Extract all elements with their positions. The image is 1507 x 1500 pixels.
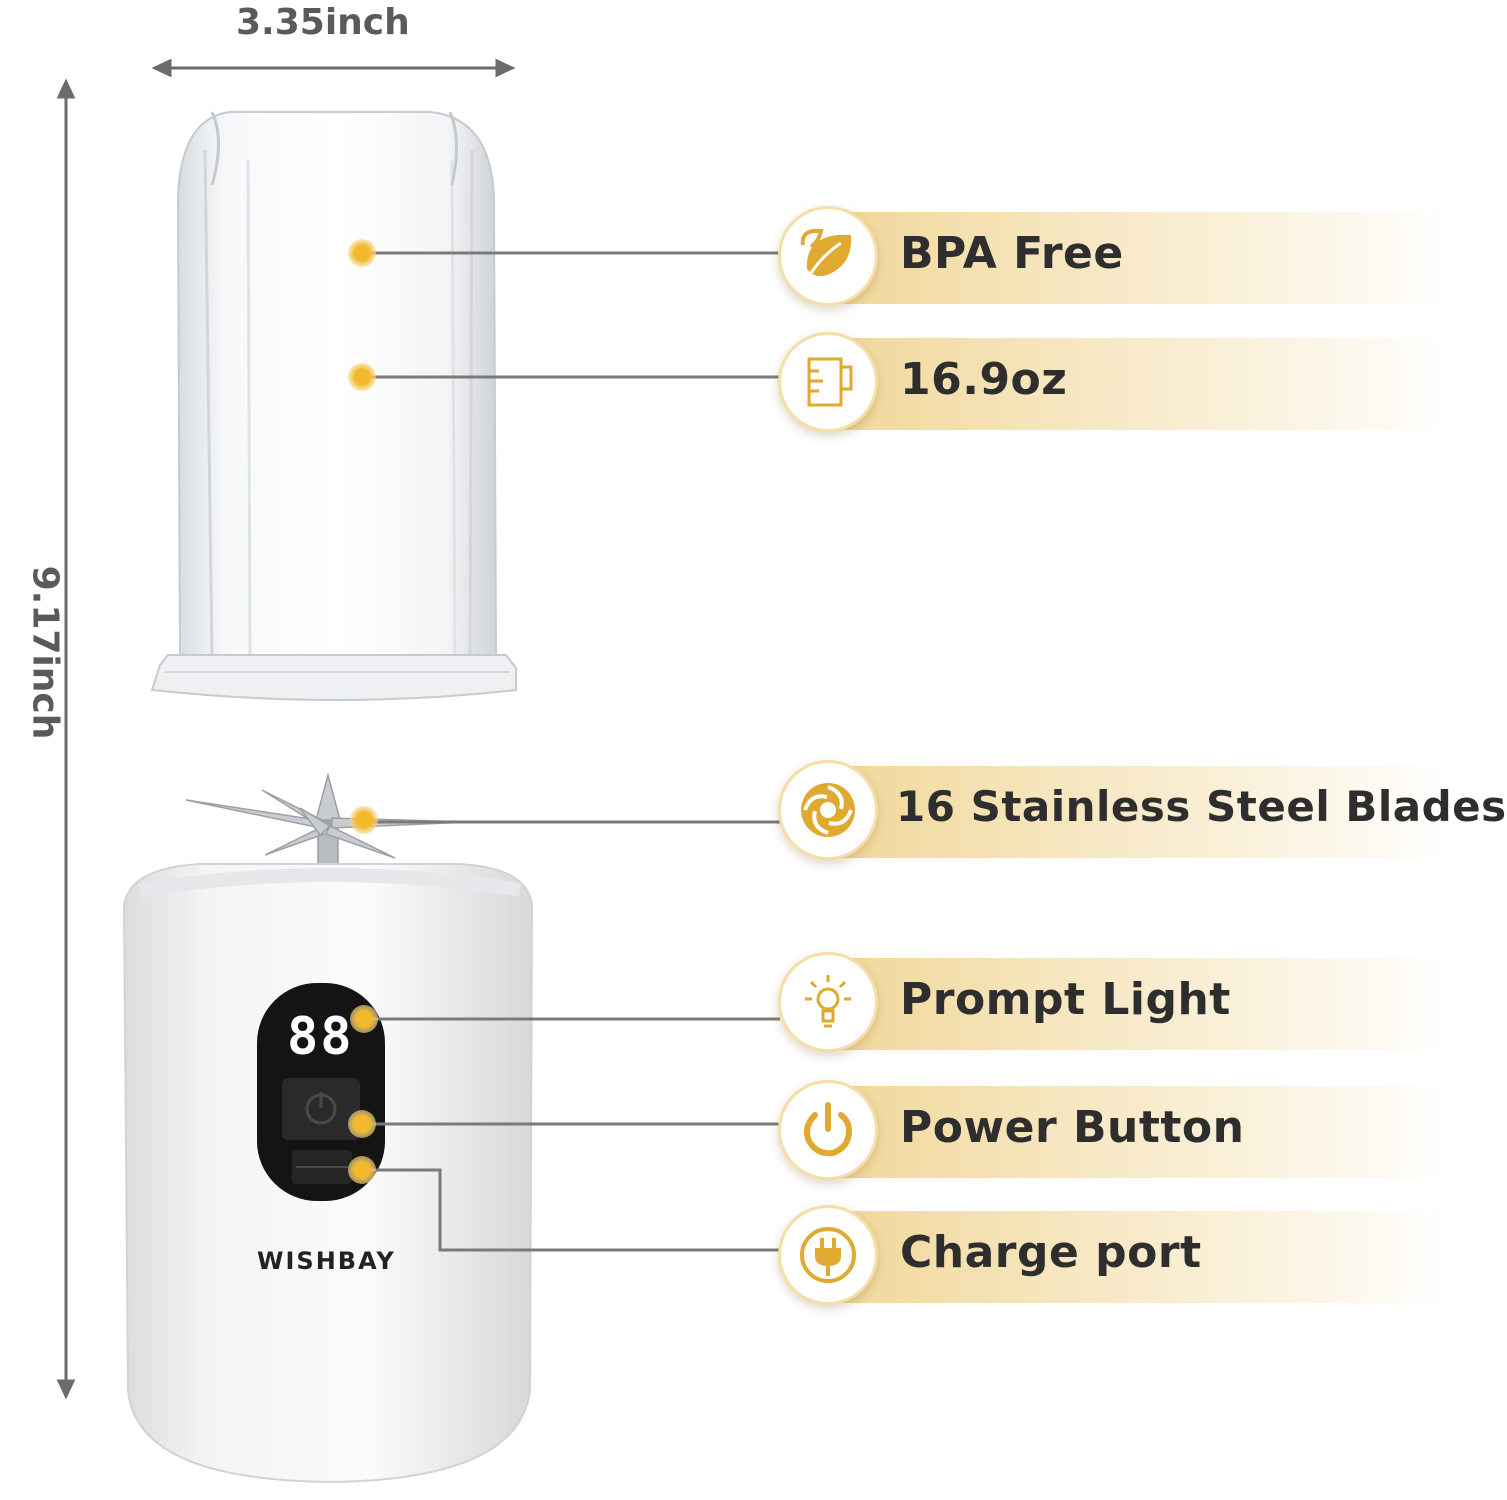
feature-power-button: Power Button — [778, 1080, 1450, 1184]
blade-icon — [801, 783, 855, 837]
feature-badge — [778, 760, 878, 860]
feature-band — [828, 958, 1450, 1050]
feature-badge — [778, 952, 878, 1052]
blender-base — [122, 863, 534, 1484]
feature-badge — [778, 1080, 878, 1180]
blender-cup — [150, 111, 517, 701]
power-icon — [804, 1102, 853, 1157]
feature-band — [828, 1086, 1450, 1178]
height-dimension-label: 9.17inch — [24, 565, 66, 740]
product-infographic: 3.35inch 9.17inch 88 WISHBAY BPA Free 16… — [24, 2, 1506, 1484]
led-display-digits: 88 — [287, 1007, 354, 1067]
feature-band — [828, 212, 1450, 304]
feature-bpa-free: BPA Free — [778, 206, 1450, 310]
feature-band — [828, 338, 1450, 430]
feature-label: BPA Free — [900, 228, 1124, 279]
feature-capacity: 16.9oz — [778, 332, 1450, 436]
feature-blades: 16 Stainless Steel Blades — [778, 760, 1506, 864]
measuring-cup-icon — [807, 357, 853, 407]
feature-label: Prompt Light — [900, 974, 1231, 1025]
feature-label: Power Button — [900, 1102, 1245, 1153]
feature-label: 16.9oz — [900, 354, 1068, 405]
callout-dots — [348, 239, 378, 1184]
feature-badge — [778, 332, 878, 432]
brand-logo-text: WISHBAY — [257, 1247, 396, 1275]
leaf-icon — [800, 229, 852, 277]
feature-charge-port: Charge port — [778, 1205, 1450, 1309]
feature-prompt-light: Prompt Light — [778, 952, 1450, 1056]
width-dimension-label: 3.35inch — [236, 2, 410, 43]
callout-lines — [364, 251, 780, 1252]
width-dimension-arrow — [151, 58, 516, 78]
product-illustration — [56, 58, 780, 1484]
plug-icon — [800, 1227, 856, 1283]
feature-label: 16 Stainless Steel Blades — [896, 782, 1507, 831]
feature-band — [828, 766, 1450, 858]
feature-badge — [778, 206, 878, 306]
light-bulb-icon — [805, 975, 851, 1028]
feature-band — [828, 1211, 1450, 1303]
height-dimension-arrow — [56, 78, 76, 1400]
feature-badge — [778, 1205, 878, 1305]
feature-label: Charge port — [900, 1227, 1202, 1278]
